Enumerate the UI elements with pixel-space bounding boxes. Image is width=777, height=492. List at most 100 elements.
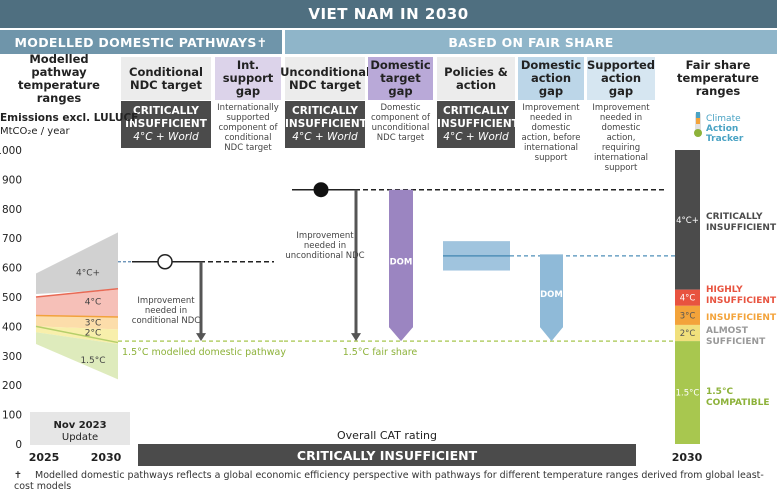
page-title: VIET NAM IN 2030 [0, 0, 777, 28]
fair-share-rating-label: INSUFFICIENT [706, 223, 777, 233]
band-modelled-pathways: MODELLED DOMESTIC PATHWAYS✝ [0, 30, 282, 54]
column-header-domestic-action-gap: Domestic action gap [518, 57, 584, 100]
footnote: ✝ Modelled domestic pathways reflects a … [14, 470, 777, 492]
fair-share-segment-label: 1.5°C [676, 389, 700, 399]
update-label-sub: Update [62, 432, 98, 443]
y-tick-label: 700 [2, 233, 22, 245]
y-tick-label: 0 [15, 439, 22, 451]
column-header-unconditional-ndc: Unconditional NDC target [280, 57, 370, 100]
note-supported-action-gap: Improvement needed in domestic action, r… [592, 103, 650, 173]
conditional-improvement-label: Improvement [137, 296, 195, 306]
logo-text: Climate [706, 114, 741, 124]
unconditional-improvement-label: unconditional NDC [285, 251, 364, 261]
column-header-policies-action: Policies & action [437, 57, 515, 100]
fair-share-segment-label: 4°C+ [676, 216, 699, 226]
y-tick-label: 900 [2, 174, 22, 186]
domestic-action-gap-label: DOM [540, 290, 563, 300]
y-tick-label: 600 [2, 263, 22, 275]
pathway-band [36, 289, 118, 318]
y-tick-label: 1000 [0, 145, 22, 157]
overall-rating-bar [138, 444, 636, 466]
y-tick-label: 100 [2, 410, 22, 422]
modelled-pathways: 4°C+4°C3°C2°C1.5°C [35, 232, 119, 380]
fair-share-rating-label: 1.5°C [706, 387, 733, 397]
conditional-improvement-label: conditional NDC [132, 316, 200, 326]
note-domestic-action-gap: Improvement needed in domestic action, b… [521, 103, 581, 163]
y-tick-label: 500 [2, 292, 22, 304]
pathway-label: 4°C+ [76, 269, 100, 279]
fair-share-segment [675, 305, 700, 325]
column-header-supported-action-gap: Supported action gap [586, 57, 656, 100]
domestic-target-gap-bar [389, 189, 413, 342]
column-header-conditional-ndc: Conditional NDC target [121, 57, 211, 100]
band-fair-share: BASED ON FAIR SHARE [285, 30, 777, 54]
fair-share-segment [675, 341, 700, 444]
fair-share-bar: 4°C+4°C3°C2°C1.5°CCRITICALLYINSUFFICIENT… [675, 150, 777, 444]
rating-conditional-ndc: CRITICALLY INSUFFICIENT 4°C + World [121, 101, 211, 148]
pathway-band [36, 332, 118, 380]
fair-share-segment [675, 150, 700, 290]
unconditional-arrowhead [351, 333, 361, 342]
pathway-band [36, 316, 118, 330]
fair-share-rating-label: HIGHLY [706, 285, 743, 295]
rating-policies-action: CRITICALLY INSUFFICIENT 4°C + World [437, 101, 519, 148]
pathway-label: 1.5°C [80, 356, 105, 366]
fair-share-segment-label: 2°C [680, 329, 696, 339]
column-header-fair-share-ranges: Fair share temperature ranges [677, 58, 759, 98]
overall-rating-label: Overall CAT rating [337, 429, 437, 442]
rating-world: 4°C + World [133, 131, 199, 143]
rating-line: CRITICALLY [292, 105, 358, 117]
fair-share-rating-label: CRITICALLY [706, 212, 763, 222]
rating-line: INSUFFICIENT [437, 118, 519, 130]
pathway-line [35, 288, 119, 298]
fair-share-rating-label: SUFFICIENT [706, 337, 766, 347]
y-axis-label: Emissions excl. LULUCF [0, 112, 138, 124]
cat-logo: Climate Action Tracker [694, 112, 744, 144]
fair-share-segment-label: 3°C [680, 311, 696, 321]
column-header-int-support-gap: Int. support gap [215, 57, 281, 100]
modelled-1p5-label: 1.5°C modelled domestic pathway [122, 347, 286, 358]
pathway-band [36, 232, 118, 295]
update-band [30, 412, 130, 445]
logo-text: Tracker [706, 134, 744, 144]
y-tick-label: 400 [2, 321, 22, 333]
fair-share-segment [675, 324, 700, 342]
x-tick-2030: 2030 [91, 451, 122, 464]
y-tick-label: 200 [2, 380, 22, 392]
rating-line: INSUFFICIENT [125, 118, 207, 130]
rating-world: 4°C + World [292, 131, 358, 143]
y-tick-label: 800 [2, 204, 22, 216]
column-header-domestic-target-gap: Domestic target gap [368, 57, 433, 100]
pathway-line [35, 314, 119, 318]
footnote-symbol: ✝ [14, 470, 22, 481]
chart-marks: 1.5°C modelled domestic pathway 1.5°C fai… [118, 182, 676, 358]
conditional-arrowhead [196, 333, 206, 342]
fair-share-rating-label: INSUFFICIENT [706, 313, 777, 323]
pathway-label: 2°C [85, 328, 102, 338]
fair-share-1p5-label: 1.5°C fair share [343, 347, 418, 358]
overall-rating-value: CRITICALLY INSUFFICIENT [297, 448, 478, 463]
conditional-improvement-label: needed in [145, 306, 187, 316]
x-tick-2025: 2025 [29, 451, 60, 464]
fair-share-rating-label: INSUFFICIENT [706, 296, 777, 306]
pathway-label: 3°C [85, 319, 102, 329]
rating-line: INSUFFICIENT [285, 118, 367, 130]
rating-line: CRITICALLY [133, 105, 199, 117]
unconditional-target-marker [313, 182, 329, 198]
y-axis-unit: MtCO₂e / year [0, 126, 70, 137]
domestic-action-gap-bar [540, 254, 563, 342]
pathway-line [35, 325, 119, 344]
conditional-target-marker [157, 253, 173, 270]
fair-share-segment-label: 4°C [680, 294, 696, 304]
note-int-support-gap: Internationally supported component of c… [217, 103, 279, 153]
fair-share-year: 2030 [672, 451, 703, 464]
fair-share-segment [675, 289, 700, 306]
rating-unconditional-ndc: CRITICALLY INSUFFICIENT 4°C + World [285, 101, 367, 148]
y-axis-ticks: 01002003004005006007008009001000 [0, 145, 22, 451]
rating-line: CRITICALLY [443, 105, 509, 117]
update-label: Nov 2023 [53, 420, 106, 431]
footnote-text: Modelled domestic pathways reflects a gl… [14, 470, 764, 492]
fair-share-rating-label: ALMOST [706, 326, 749, 336]
